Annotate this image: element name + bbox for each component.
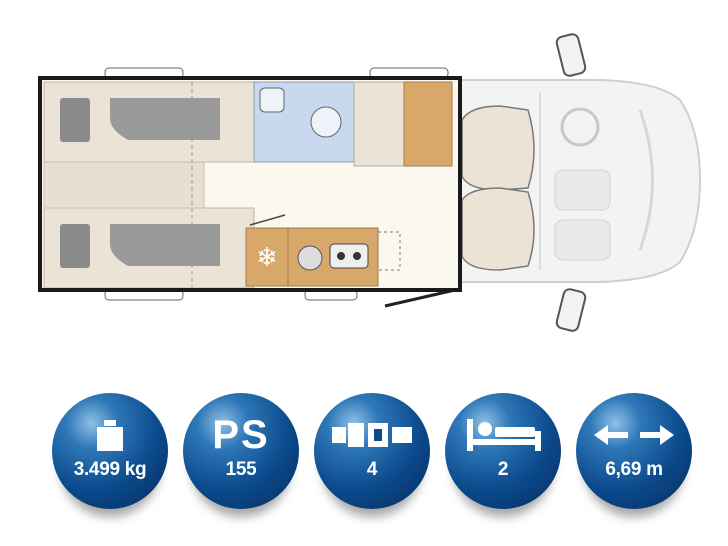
ps-icon: PS — [212, 413, 270, 457]
cupboard — [403, 81, 453, 167]
bed-icon — [445, 415, 561, 455]
length-arrows-icon — [576, 415, 692, 455]
seatbelts-value: 4 — [366, 459, 378, 480]
bed-step — [43, 161, 205, 209]
spec-beds: 2 — [445, 393, 561, 509]
beds-value: 2 — [497, 459, 509, 480]
mirror-bottom — [555, 288, 587, 332]
wardrobe — [353, 81, 405, 167]
snowflake-icon: ❄ — [256, 242, 278, 272]
weight-value: 3.499 kg — [73, 459, 147, 480]
spec-weight: 3.499 kg — [52, 393, 168, 509]
toilet-icon — [310, 106, 342, 138]
length-value: 6,69 m — [605, 459, 663, 480]
sink-icon — [297, 245, 323, 271]
pillow-top — [60, 98, 90, 142]
spec-power: PS 155 — [183, 393, 299, 509]
washbasin-icon — [259, 87, 285, 113]
blanket-bottom — [110, 224, 220, 266]
seatbelt-icon — [314, 415, 430, 455]
spec-length: 6,69 m — [576, 393, 692, 509]
weight-icon — [52, 415, 168, 455]
seat-passenger — [461, 187, 535, 271]
power-value: 155 — [225, 459, 257, 480]
floorplan: ❄ — [38, 33, 702, 332]
blanket-top — [110, 98, 220, 140]
body-outline — [38, 76, 462, 292]
steering-wheel-icon — [560, 107, 600, 147]
fridge — [245, 227, 289, 287]
entry-door — [384, 288, 456, 308]
spec-seatbelts: 4 — [314, 393, 430, 509]
mirror-top — [555, 33, 587, 77]
seat-driver — [461, 105, 535, 191]
pillow-bottom — [60, 224, 90, 268]
hob-icon — [329, 243, 369, 269]
